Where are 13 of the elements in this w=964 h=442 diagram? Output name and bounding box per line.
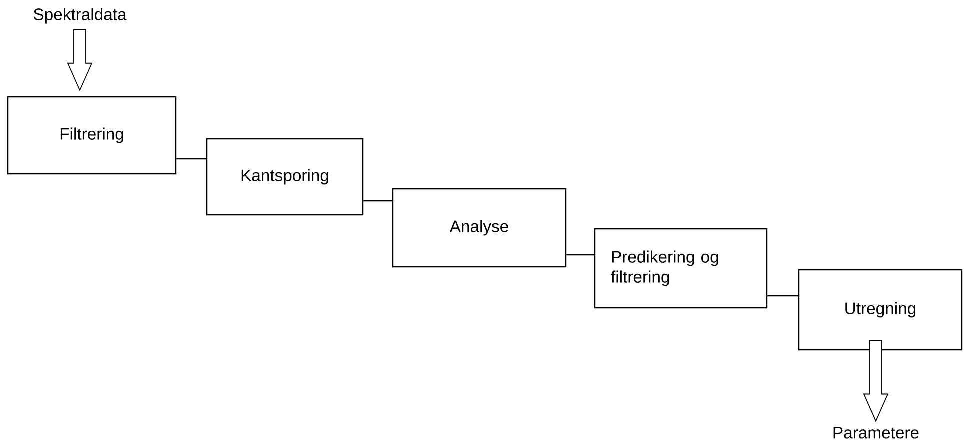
- process-box: Filtrering: [7, 96, 177, 175]
- connector-line: [176, 158, 206, 160]
- process-box: Utregning: [798, 269, 963, 351]
- block-arrow: [863, 340, 889, 422]
- process-box: Analyse: [392, 188, 567, 268]
- block-arrow: [67, 29, 93, 92]
- text-label: Parametere: [834, 427, 919, 439]
- connector-line: [364, 200, 392, 202]
- process-box: Predikering og filtrering: [594, 228, 768, 309]
- connector-line: [566, 254, 594, 256]
- process-box: Kantsporing: [206, 138, 364, 216]
- connector-line: [768, 295, 798, 297]
- text-label: Spektraldata: [34, 8, 127, 24]
